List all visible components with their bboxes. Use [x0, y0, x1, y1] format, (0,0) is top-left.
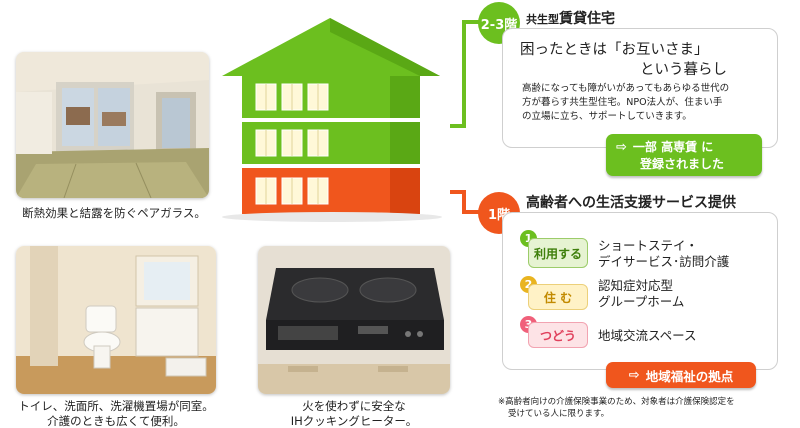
bathroom-photo	[16, 246, 216, 394]
lower-connector-line	[450, 190, 486, 214]
service-2-text-line2: グループホーム	[598, 294, 685, 309]
lower-section-title: 高齢者への生活支援サービス提供	[526, 195, 736, 211]
service-1-text-line1: ショートステイ・	[598, 238, 699, 253]
service-2-text-line1: 認知症対応型	[598, 278, 674, 293]
bathroom-caption-line1: トイレ、洗面所、洗濯機置場が同室。	[18, 399, 214, 413]
service-3-label: つどう	[528, 322, 588, 348]
ih-heater-photo-caption: 火を使わずに安全な IHクッキングヒーター。	[256, 399, 452, 428]
service-2-label: 住 む	[528, 284, 588, 310]
upper-cta-line2: 登録されました	[640, 157, 725, 171]
upper-heading-line1: 困ったときは「お互いさま」	[520, 42, 709, 58]
service-2-text: 認知症対応型 グループホーム	[598, 278, 684, 310]
upper-cta-line1: 一部 高専賃 に	[632, 140, 714, 154]
service-1-text: ショートステイ・ デイサービス･訪問介護	[598, 238, 729, 270]
upper-cta-button[interactable]: ⇨ 一部 高専賃 に 登録されました	[606, 134, 762, 176]
upper-heading-line2: という暮らし	[640, 62, 727, 78]
ih-caption-line2: IHクッキングヒーター。	[290, 414, 418, 428]
service-1-label: 利用する	[528, 238, 588, 268]
upper-floor-badge: 2-3階	[478, 2, 520, 44]
upper-title-main: 賃貸住宅	[559, 11, 615, 27]
arrow-right-icon: ⇨	[616, 140, 627, 155]
service-3-text: 地域交流スペース	[598, 328, 697, 344]
service-1-text-line2: デイサービス･訪問介護	[598, 254, 730, 269]
ih-heater-photo	[258, 246, 450, 394]
bathroom-photo-caption: トイレ、洗面所、洗濯機置場が同室。 介護のときも広くて便利。	[10, 399, 222, 428]
upper-body-text: 高齢になっても障がいがあってもあらゆる世代の 方が暮らす共生型住宅。NPO法人が…	[522, 82, 774, 124]
arrow-right-icon: ⇨	[628, 367, 640, 383]
bathroom-caption-line2: 介護のときも広くて便利。	[47, 414, 185, 428]
lower-footnote-line2: 受けている人に限ります。	[508, 409, 610, 419]
building-illustration	[212, 12, 452, 222]
upper-connector-line	[450, 20, 486, 128]
ih-caption-line1: 火を使わずに安全な	[302, 399, 406, 413]
lower-footnote-line1: ※高齢者向けの介護保険事業のため、対象者は介護保険認定を	[498, 397, 735, 407]
lower-cta-button[interactable]: ⇨ 地域福祉の拠点	[606, 362, 756, 388]
lower-cta-label: 地域福祉の拠点	[645, 368, 734, 384]
service-3-text-line1: 地域交流スペース	[598, 328, 697, 343]
upper-body-line2: 方が暮らす共生型住宅。NPO法人が、住まい手	[522, 97, 723, 108]
upper-info-panel	[502, 28, 778, 148]
upper-section-title: 共生型賃貸住宅	[526, 8, 615, 28]
upper-title-prefix: 共生型	[526, 13, 559, 26]
upper-body-line1: 高齢になっても障がいがあってもあらゆる世代の	[522, 83, 730, 94]
lower-footnote: ※高齢者向けの介護保険事業のため、対象者は介護保険認定を 受けている人に限ります…	[498, 396, 794, 420]
upper-body-line3: の立場に立ち、サポートしていきます。	[522, 111, 692, 122]
room-photo-caption: 断熱効果と結露を防ぐペアガラス。	[22, 206, 206, 220]
room-photo	[16, 52, 209, 198]
